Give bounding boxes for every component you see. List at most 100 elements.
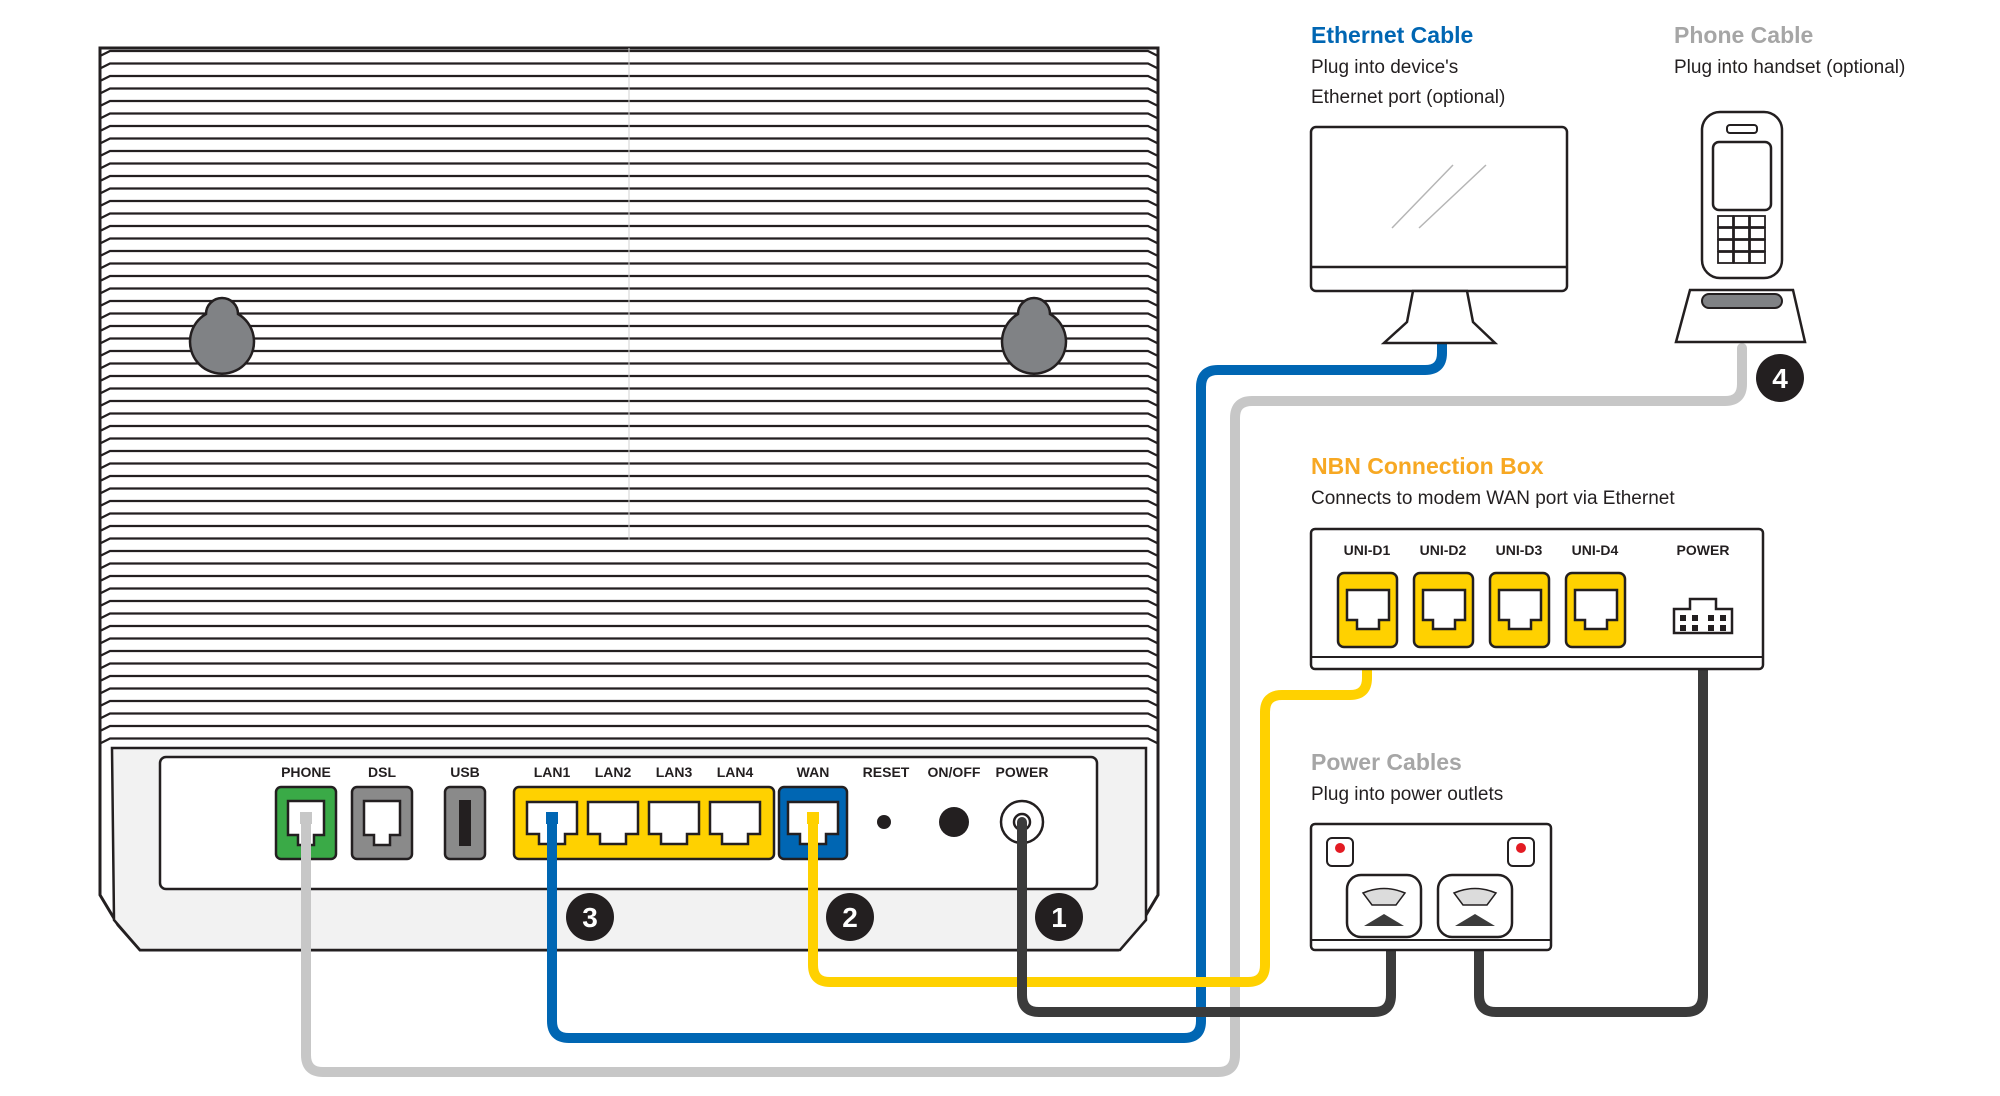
keypad-key xyxy=(1749,239,1766,252)
step-badge-1 xyxy=(1035,893,1083,941)
step-number-3: 3 xyxy=(582,902,598,933)
cooling-fin xyxy=(99,612,1159,620)
port-label-lan4: LAN4 xyxy=(717,764,754,780)
keypad-key xyxy=(1733,239,1750,252)
step-badges: 1 2 3 4 xyxy=(566,354,1804,941)
cooling-fin xyxy=(99,624,1159,632)
nbn-power-pins xyxy=(1680,615,1726,631)
phone-base-cradle xyxy=(1701,293,1783,309)
cooling-fin xyxy=(99,699,1159,707)
cable-plugs xyxy=(300,812,819,824)
handset-earpiece xyxy=(1726,124,1758,134)
port-label-lan1: LAN1 xyxy=(534,764,571,780)
phone-cable-line1: Plug into handset (optional) xyxy=(1674,57,1905,78)
step-badge-3 xyxy=(566,893,614,941)
phone-cable-heading: Phone Cable xyxy=(1674,22,1813,48)
port-label-power: POWER xyxy=(996,764,1049,780)
outlet-socket-right xyxy=(1436,873,1514,939)
cooling-fin xyxy=(99,599,1159,607)
ethernet-device-section: Ethernet Cable Plug into device's Ethern… xyxy=(1309,22,1569,345)
phone-cable xyxy=(301,343,1747,1077)
step-badge-2 xyxy=(826,893,874,941)
nbn-port-label-uni-d2: UNI-D2 xyxy=(1420,542,1467,558)
uni-d2-socket xyxy=(1421,588,1467,631)
usb-port-slot xyxy=(459,800,471,846)
cables xyxy=(301,333,1747,1077)
port-label-reset: RESET xyxy=(863,764,910,780)
cooling-fin xyxy=(99,574,1159,582)
cooling-fin xyxy=(99,587,1159,595)
port-label-wan: WAN xyxy=(797,764,830,780)
nbn-port-label-uni-d4: UNI-D4 xyxy=(1572,542,1619,558)
cooling-fin xyxy=(99,712,1159,720)
nbn-power-cable xyxy=(1474,613,1708,1017)
nbn-port-label-uni-d3: UNI-D3 xyxy=(1496,542,1543,558)
nbn-power-connector xyxy=(1672,597,1734,635)
nbn-box-section: NBN Connection Box Connects to modem WAN… xyxy=(1309,453,1765,671)
keypad-key xyxy=(1717,215,1734,228)
lan2-port xyxy=(586,800,640,846)
keypad-key xyxy=(1717,227,1734,240)
dsl-port-socket xyxy=(362,799,402,847)
step-number-4: 4 xyxy=(1772,363,1788,394)
cooling-fin xyxy=(99,737,1159,745)
port-label-lan2: LAN2 xyxy=(595,764,632,780)
plug-right-lower xyxy=(1455,914,1495,926)
keypad-key xyxy=(1733,227,1750,240)
plug-right xyxy=(1452,887,1498,906)
handset-keypad xyxy=(1717,215,1766,264)
port-label-phone: PHONE xyxy=(281,764,331,780)
monitor-stand xyxy=(1380,289,1499,345)
nbn-box-heading: NBN Connection Box xyxy=(1311,453,1544,479)
uni-d3-socket xyxy=(1497,588,1543,631)
ethernet-cable-line2: Ethernet port (optional) xyxy=(1311,87,1505,108)
port-label-onoff: ON/OFF xyxy=(928,764,981,780)
nbn-port-label-power: POWER xyxy=(1677,542,1730,558)
outlet-switch-left-indicator xyxy=(1335,843,1345,853)
keypad-key xyxy=(1749,227,1766,240)
lan3-port xyxy=(647,800,701,846)
keypad-key xyxy=(1749,251,1766,264)
nbn-port-label-uni-d1: UNI-D1 xyxy=(1344,542,1391,558)
ethernet-cable xyxy=(547,333,1447,1043)
wall-mount-hole-left xyxy=(188,296,256,375)
plug-left xyxy=(1361,887,1407,906)
phone-device-section: Phone Cable Plug into handset (optional) xyxy=(1674,22,1905,344)
port-label-usb: USB xyxy=(450,764,480,780)
keypad-key xyxy=(1717,239,1734,252)
reset-pinhole xyxy=(877,815,891,829)
cooling-fin xyxy=(99,562,1159,570)
cooling-fin xyxy=(99,662,1159,670)
plug-left-lower xyxy=(1364,914,1404,926)
modem: PHONE DSL USB LAN1 LAN2 LAN3 LAN4 WAN RE… xyxy=(98,46,1160,952)
port-label-dsl: DSL xyxy=(368,764,396,780)
outlet-switch-right-indicator xyxy=(1516,843,1526,853)
cooling-fin xyxy=(99,724,1159,732)
wan-cable xyxy=(808,607,1372,987)
step-number-2: 2 xyxy=(842,902,858,933)
lan4-port xyxy=(708,800,762,846)
power-cables-subtitle: Plug into power outlets xyxy=(1311,784,1503,805)
phone-plug xyxy=(300,812,312,824)
handset-screen xyxy=(1711,140,1773,212)
step-number-1: 1 xyxy=(1051,902,1067,933)
keypad-key xyxy=(1749,215,1766,228)
port-label-lan3: LAN3 xyxy=(656,764,693,780)
onoff-button xyxy=(939,807,969,837)
power-outlets-section: Power Cables Plug into power outlets xyxy=(1309,749,1553,952)
keypad-key xyxy=(1733,251,1750,264)
screen-glare-2 xyxy=(1418,164,1487,229)
wall-mount-hole-right xyxy=(1000,296,1068,375)
cooling-fin xyxy=(99,674,1159,682)
uni-d1-socket xyxy=(1345,588,1391,631)
keypad-key xyxy=(1717,251,1734,264)
modem-power-cable xyxy=(1017,817,1396,1017)
lan1-plug xyxy=(546,812,558,824)
cooling-fin xyxy=(99,687,1159,695)
power-cables-heading: Power Cables xyxy=(1311,749,1462,775)
uni-d4-socket xyxy=(1573,588,1619,631)
step-badge-4 xyxy=(1756,354,1804,402)
cooling-fin xyxy=(99,649,1159,657)
